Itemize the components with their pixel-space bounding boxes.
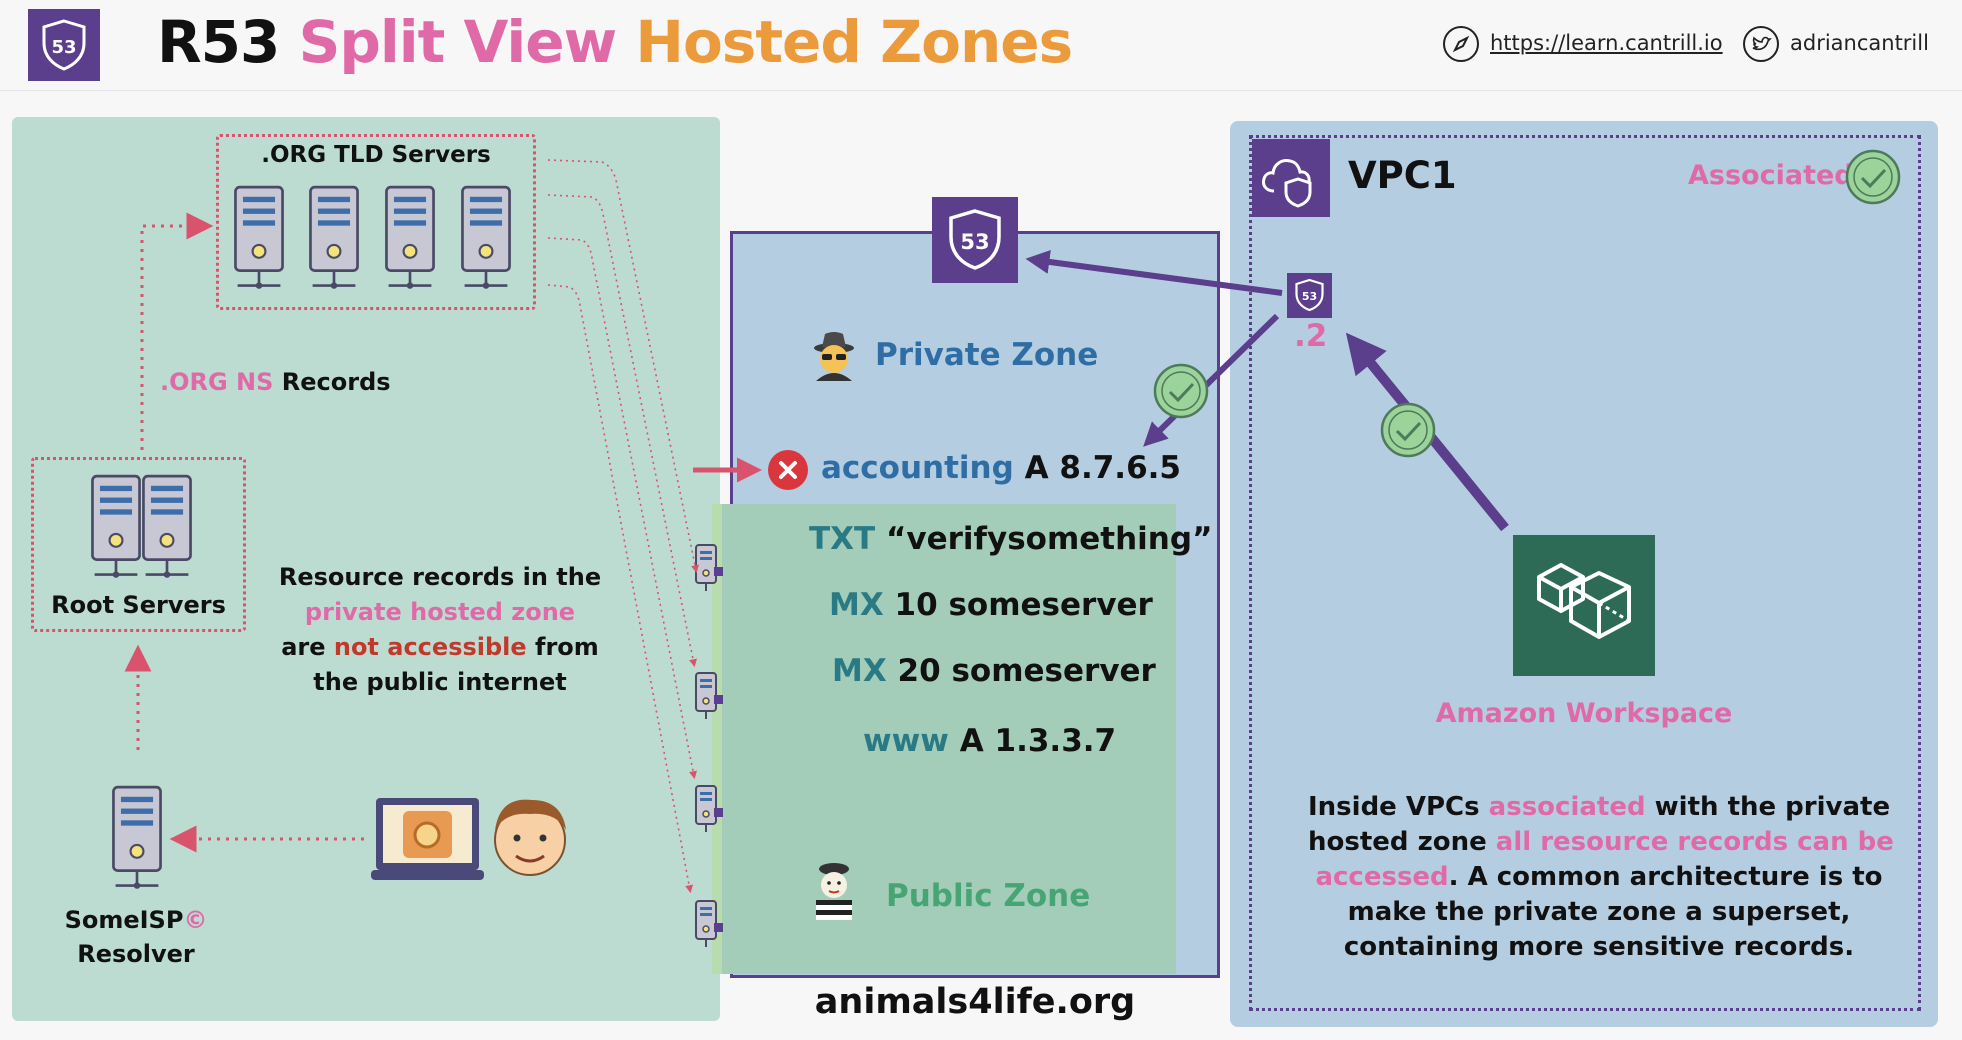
public-note-line1: Resource records in the — [278, 563, 602, 591]
tld-server-1-icon — [234, 185, 284, 291]
route53-resolver-icon: 53 — [1287, 273, 1332, 318]
tld-server-2-icon — [309, 185, 359, 291]
records-suffix: Records — [281, 368, 391, 396]
root-server-1-icon — [91, 474, 141, 580]
resolver-copyright: © — [183, 906, 208, 934]
route53-icon: 53 — [932, 197, 1018, 283]
check-icon-associated — [1845, 149, 1901, 205]
vpc-note-g: . A common architecture is to — [1448, 862, 1883, 892]
check-icon-resolver-to-private — [1153, 363, 1209, 419]
public-zone-box — [712, 504, 1176, 974]
associated-label: Associated — [1688, 160, 1854, 191]
check-icon-workspace-to-resolver — [1380, 402, 1436, 458]
tld-server-3-icon — [385, 185, 435, 291]
tld-servers-group — [216, 134, 536, 310]
public-note-are: are — [281, 633, 326, 661]
public-note: Resource records in the private hosted z… — [262, 560, 618, 700]
mx1-record: MX 10 someserver — [829, 587, 1153, 623]
twitter-handle[interactable]: adriancantrill — [1790, 31, 1929, 55]
mx2-value: 20 someserver — [897, 653, 1156, 689]
auth-server-3-icon — [695, 785, 724, 833]
resolver-name: SomeISP — [64, 906, 184, 934]
root-servers-group — [31, 457, 246, 632]
domain-label: animals4life.org — [814, 982, 1136, 1022]
route53-logo-icon: 53 — [28, 9, 100, 81]
www-record: www A 1.3.3.7 — [863, 723, 1116, 759]
accounting-value: A 8.7.6.5 — [1024, 450, 1182, 486]
mime-icon — [808, 858, 860, 920]
spy-icon — [808, 329, 860, 381]
vpc-boundary — [1249, 135, 1921, 1011]
vpc-note-f: accessed — [1315, 862, 1449, 892]
title-hosted-zones: Hosted Zones — [635, 8, 1073, 76]
title-r53: R53 — [157, 8, 280, 76]
public-note-line4: the public internet — [313, 668, 567, 696]
vpc-note-d: hosted zone — [1308, 827, 1487, 857]
twitter-icon — [1743, 26, 1779, 62]
vpc-note: Inside VPCs associated with the private … — [1308, 790, 1894, 965]
auth-server-2-icon — [695, 672, 724, 720]
public-zone-label: Public Zone — [886, 878, 1091, 914]
tld-server-4-icon — [461, 185, 511, 291]
mx2-record: MX 20 someserver — [832, 653, 1156, 689]
user-face-icon — [494, 799, 566, 876]
accounting-name: accounting — [821, 450, 1014, 486]
accounting-record: accounting A 8.7.6.5 — [821, 450, 1181, 486]
cloud-lock-icon — [1252, 139, 1330, 217]
svg-text:53: 53 — [1302, 290, 1317, 303]
resolver-ip-label: .2 — [1294, 318, 1328, 354]
resolver-label: SomeISP© Resolver — [60, 903, 212, 971]
vpc-note-i: containing more sensitive records. — [1343, 932, 1855, 962]
public-note-not-accessible: not accessible — [333, 633, 527, 661]
resolver-server-icon — [112, 785, 162, 891]
page-title: R53 Split View Hosted Zones — [157, 8, 1073, 76]
mx2-type: MX — [832, 653, 887, 689]
mx1-value: 10 someserver — [894, 587, 1153, 623]
x-icon — [768, 450, 808, 490]
root-servers-label: Root Servers — [51, 591, 226, 619]
workspace-cubes-icon — [1513, 535, 1655, 676]
vpc-note-c: with the private — [1654, 792, 1891, 822]
public-note-line2: private hosted zone — [304, 598, 576, 626]
vpc-note-h: make the private zone a superset, — [1347, 897, 1851, 927]
header-divider — [0, 90, 1962, 91]
vpc-note-a: Inside VPCs — [1308, 792, 1480, 822]
root-server-2-icon — [142, 474, 192, 580]
public-zone-edge — [712, 504, 722, 974]
vpc-note-e: all resource records can be — [1495, 827, 1894, 857]
resolver-word: Resolver — [77, 940, 195, 968]
compass-icon — [1443, 26, 1479, 62]
txt-record: TXT “verifysomething” — [809, 521, 1212, 557]
www-value: A 1.3.3.7 — [959, 723, 1117, 759]
workspace-label: Amazon Workspace — [1435, 698, 1733, 729]
vpc-note-b: associated — [1488, 792, 1646, 822]
svg-text:53: 53 — [960, 230, 989, 254]
auth-server-4-icon — [695, 900, 724, 948]
mx1-type: MX — [829, 587, 884, 623]
vpc-label: VPC1 — [1348, 154, 1457, 197]
private-zone-label: Private Zone — [875, 337, 1099, 373]
auth-server-1-icon — [695, 544, 724, 592]
txt-value: “verifysomething” — [886, 521, 1213, 557]
laptop-icon — [371, 798, 484, 880]
org-ns-prefix: .ORG NS — [160, 368, 274, 396]
learn-link[interactable]: https://learn.cantrill.io — [1490, 31, 1723, 55]
txt-type: TXT — [809, 521, 876, 557]
title-split-view: Split View — [298, 8, 618, 76]
tld-servers-title: .ORG TLD Servers — [261, 142, 491, 168]
org-ns-records-label: .ORG NS Records — [160, 368, 391, 396]
www-name: www — [863, 723, 949, 759]
svg-text:53: 53 — [51, 37, 76, 58]
public-note-from: from — [535, 633, 599, 661]
